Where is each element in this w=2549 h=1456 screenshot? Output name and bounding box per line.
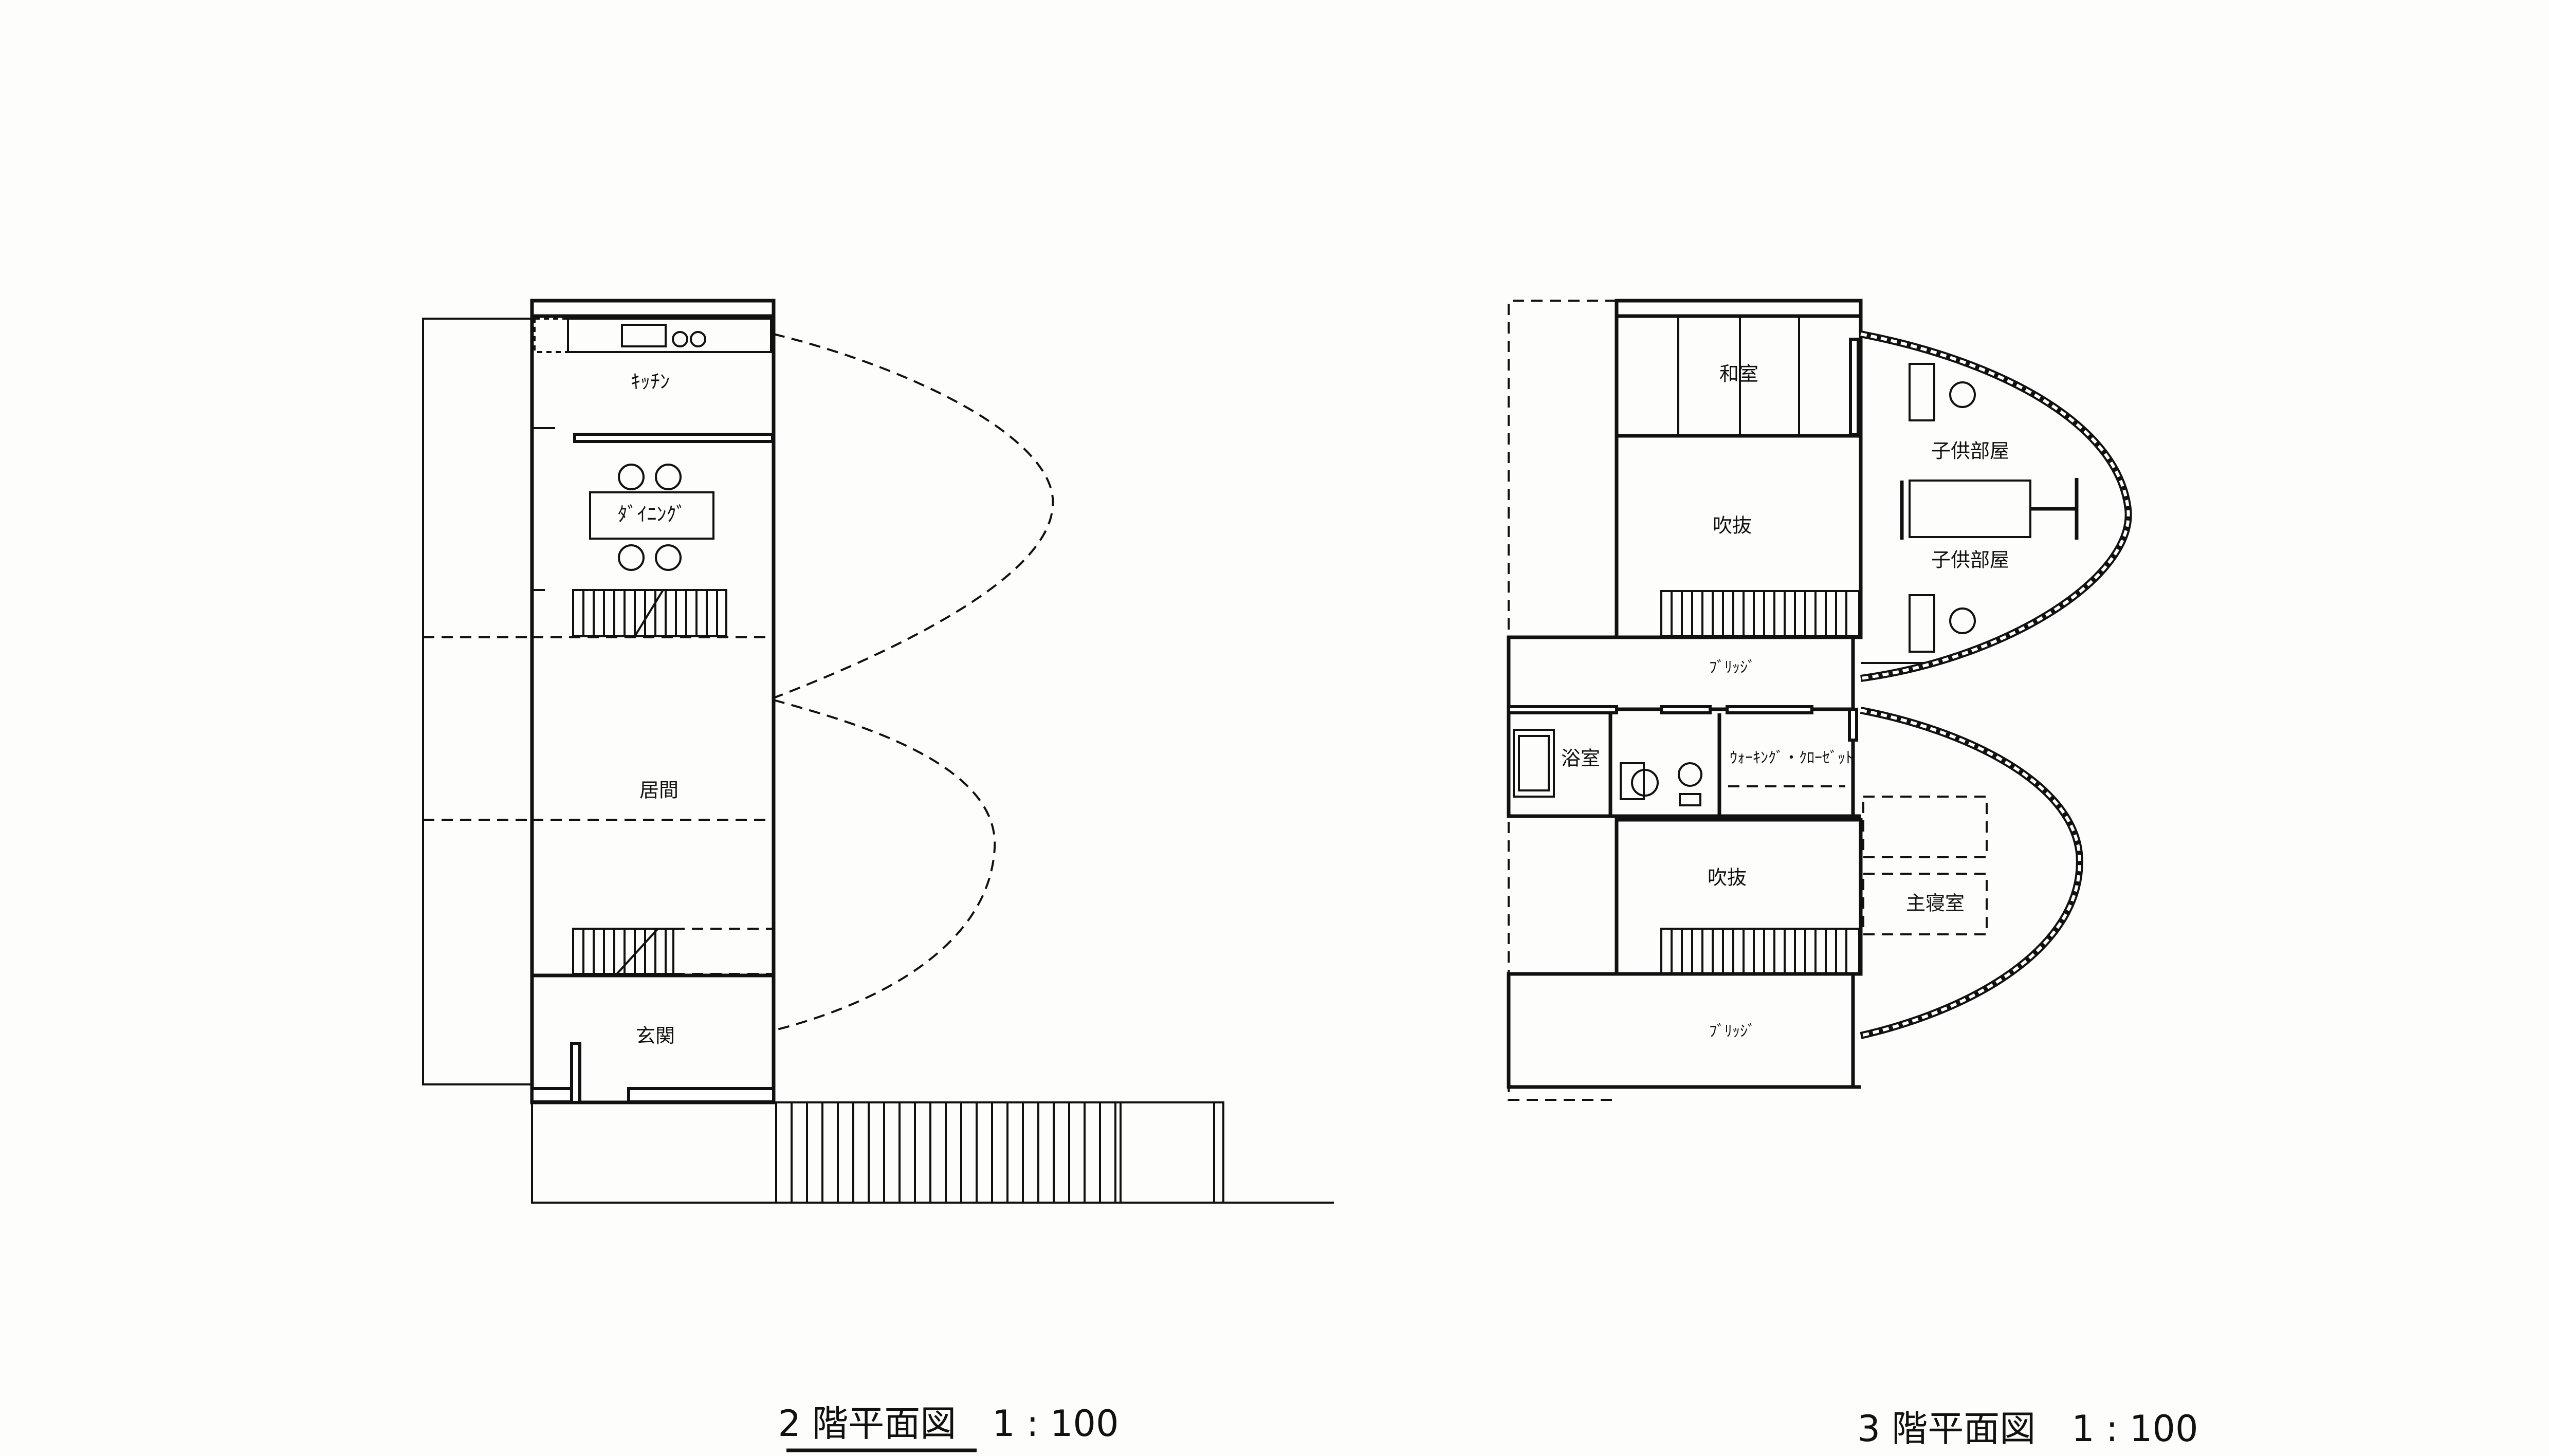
floor3-bath-label: 浴室	[1561, 747, 1600, 770]
floor2-dining-chair-3	[618, 544, 645, 571]
floor2-kitchen-label: ｷｯﾁﾝ	[631, 371, 670, 393]
floor3-washbasin	[1631, 769, 1659, 797]
floor3-washitsu-tatami	[1617, 316, 1861, 438]
floor2-living-label: 居間	[639, 779, 678, 802]
floor2-burner-2	[690, 331, 706, 347]
floor3-toilet	[1678, 762, 1702, 787]
floor2-main-walls	[530, 299, 776, 1104]
floor3-bridge-upper-label: ﾌﾞﾘｯｼﾞ	[1709, 659, 1755, 677]
floor3-washitsu-label: 和室	[1719, 363, 1758, 385]
floor3-wc-top-wall	[1660, 705, 1712, 714]
floor3-toilet-tank	[1679, 793, 1701, 806]
floor2-entrance-label: 玄関	[636, 1025, 675, 1047]
floor2-dining-chair-2	[655, 464, 682, 490]
floor3-closet-label: ｳｫｰｷﾝｸﾞ・ｸﾛｰｾﾞｯﾄ	[1730, 749, 1853, 767]
floor3-master-bedroom-label: 主寝室	[1906, 892, 1965, 915]
floor3-upper-block	[1615, 299, 1863, 639]
floor3-child-room-2-label: 子供部屋	[1931, 549, 2009, 572]
floor2-curved-void-upper	[773, 333, 1054, 699]
floor3-bridge-upper	[1507, 635, 1855, 711]
floor2-kitchen-partition	[573, 433, 774, 443]
floor2-caption: 2 階平面図 1 : 100	[778, 1403, 1118, 1445]
floor3-master-pod	[1860, 707, 2083, 1039]
floor3-outer-envelope	[1508, 300, 1617, 1101]
floor3-child-room-1-label: 子供部屋	[1931, 440, 2009, 463]
floor3-void-lower-label: 吹抜	[1708, 867, 1747, 889]
floor3-closet-door	[1848, 708, 1858, 742]
floor3-bridge-lower-label: ﾌﾞﾘｯｼﾞ	[1709, 1023, 1755, 1041]
floor2-upper-stair	[532, 589, 727, 637]
floor2-dining-chair-4	[655, 544, 682, 571]
floor-3-plan: 和室 吹抜 ﾌﾞﾘｯｼﾞ 浴室 ｳｫｰｷﾝｸﾞ・ｸﾛｰｾﾞｯﾄ 吹抜	[1507, 299, 2198, 1450]
floor2-entrance-wall-right	[627, 1087, 775, 1103]
floor2-outer-envelope	[422, 318, 532, 1085]
floor2-kitchen-counter	[567, 318, 772, 353]
floor2-exterior-stair	[531, 1101, 1334, 1204]
floor2-dining-label: ﾀﾞｲﾆﾝｸﾞ	[617, 503, 686, 526]
floor3-washitsu-door	[1849, 338, 1860, 436]
floor2-lower-stair	[572, 928, 774, 975]
floor3-lower-stair	[1660, 928, 1860, 975]
floor2-entrance-jamb	[570, 1042, 581, 1104]
floor2-burner-1	[672, 331, 688, 347]
floor2-dining-chair-1	[618, 464, 645, 490]
floor3-bridge-lower	[1507, 972, 1855, 1089]
floor3-closet-top-wall	[1726, 705, 1813, 714]
floor3-void-upper-label: 吹抜	[1713, 514, 1752, 537]
floor2-curved-void-lower	[773, 699, 996, 1031]
floor3-bathtub-inner	[1518, 735, 1550, 791]
floor3-bathtub	[1513, 729, 1555, 798]
floor3-upper-stair	[1660, 590, 1860, 637]
floor3-caption: 3 階平面図 1 : 100	[1857, 1408, 2198, 1450]
floor3-children-pod	[1860, 330, 2132, 682]
floor3-bath-top-wall	[1507, 705, 1618, 714]
floor3-sink	[1620, 762, 1645, 800]
floor3-lower-block	[1615, 818, 1863, 976]
floor-2-plan: ｷｯﾁﾝ ﾀﾞｲﾆﾝｸﾞ 居間 玄関	[422, 299, 1334, 1452]
floor2-kitchen-sink	[621, 324, 667, 347]
floor2-dining-table	[589, 491, 714, 540]
floor2-kitchen-fridge	[534, 318, 569, 353]
